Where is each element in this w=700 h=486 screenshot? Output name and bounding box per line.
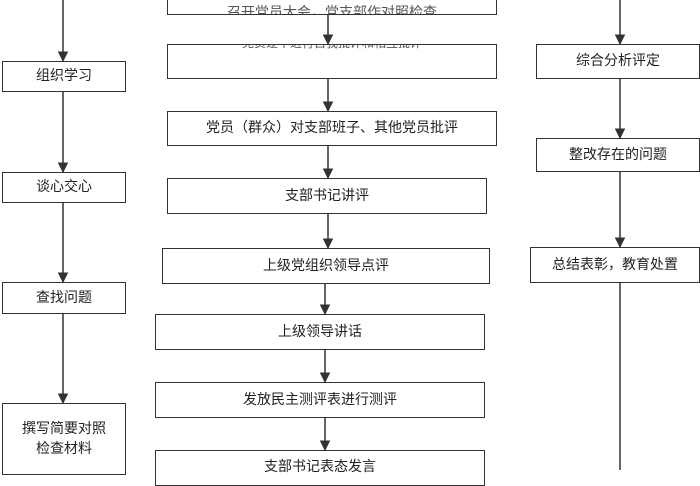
box-superior-org-comment: 上级党组织领导点评: [162, 248, 490, 284]
box-label: 党员逐个进行自我批评和相互批评: [242, 45, 422, 52]
box-label: 发放民主测评表进行测评: [243, 391, 397, 408]
box-party-meeting: 召开党员大会，党支部作对照检查: [167, 0, 497, 15]
box-find-problems: 查找问题: [2, 282, 126, 314]
box-label: 支部书记讲评: [285, 187, 369, 204]
box-label: 上级党组织领导点评: [263, 257, 389, 274]
box-label: 查找问题: [36, 289, 92, 306]
box-comprehensive-analysis: 综合分析评定: [536, 44, 700, 79]
box-label: 整改存在的问题: [569, 146, 667, 163]
box-label: 党员（群众）对支部班子、其他党员批评: [206, 120, 458, 137]
box-label: 谈心交心: [36, 179, 92, 196]
box-label: 上级领导讲话: [278, 323, 362, 340]
connector-layer: [57, 0, 626, 470]
box-heart-to-heart: 谈心交心: [2, 172, 126, 203]
box-write-materials: 撰写简要对照 检查材料: [2, 403, 126, 475]
box-summary-commend: 总结表彰，教育处置: [530, 247, 700, 283]
box-superior-speech: 上级领导讲话: [155, 314, 485, 350]
box-label: 总结表彰，教育处置: [552, 256, 678, 273]
box-label-line-1: 撰写简要对照: [22, 420, 106, 437]
box-label-line-2: 检查材料: [36, 441, 92, 457]
box-label: 支部书记表态发言: [264, 459, 376, 475]
box-label: 组织学习: [36, 68, 92, 85]
box-member-critique: 党员（群众）对支部班子、其他党员批评: [167, 111, 497, 146]
box-secretary-comment: 支部书记讲评: [167, 178, 487, 214]
box-self-criticism: 党员逐个进行自我批评和相互批评: [167, 44, 497, 79]
box-democratic-survey: 发放民主测评表进行测评: [155, 382, 485, 418]
box-rectify-problems: 整改存在的问题: [536, 138, 700, 172]
box-label: 综合分析评定: [576, 53, 660, 70]
box-organize-study: 组织学习: [2, 61, 126, 92]
box-secretary-statement: 支部书记表态发言: [155, 450, 485, 486]
box-label: 召开党员大会，党支部作对照检查: [227, 4, 437, 15]
